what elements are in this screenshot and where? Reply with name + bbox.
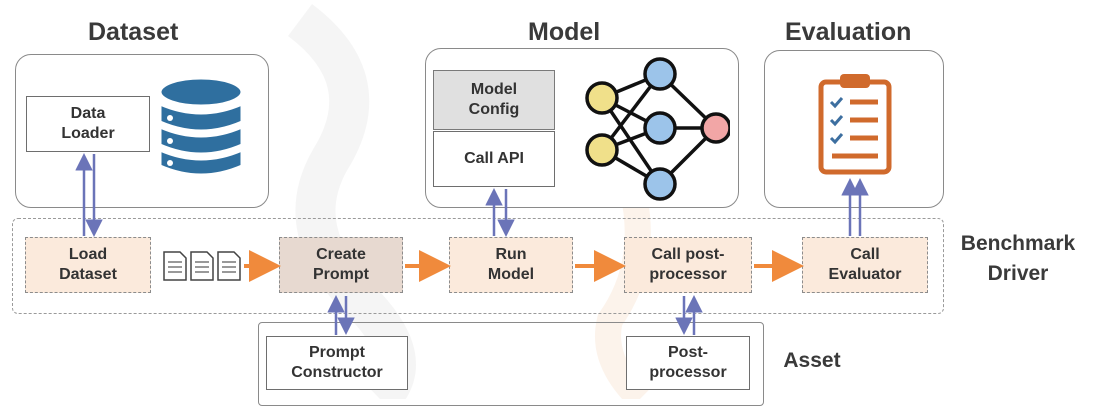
hidden-node-icon <box>643 111 677 145</box>
benchmark-driver-container <box>12 218 944 314</box>
input-node-icon <box>585 81 619 115</box>
prompt-constructor-box: Prompt Constructor <box>266 336 408 390</box>
step-run-model: Run Model <box>449 237 573 293</box>
output-node-icon <box>700 112 730 144</box>
documents-icon <box>163 251 241 281</box>
asset-label: Asset <box>783 349 841 372</box>
step-load-dataset: Load Dataset <box>25 237 151 293</box>
step-call-evaluator: Call Evaluator <box>802 237 928 293</box>
model-config-box: Model Config <box>433 70 555 130</box>
clipboard-checklist-icon <box>818 74 892 175</box>
neural-network-icon <box>585 57 730 201</box>
data-loader-box: Data Loader <box>26 96 150 152</box>
post-processor-box: Post- processor <box>626 336 750 390</box>
hidden-node-icon <box>643 57 677 91</box>
database-icon <box>158 76 244 177</box>
step-create-prompt: Create Prompt <box>279 237 403 293</box>
section-title-dataset: Dataset <box>88 18 179 46</box>
hidden-node-icon <box>643 167 677 201</box>
section-title-evaluation: Evaluation <box>785 18 912 46</box>
step-call-post-processor: Call post- processor <box>624 237 752 293</box>
benchmark-driver-label: Benchmark Driver <box>960 232 1076 285</box>
section-title-model: Model <box>528 18 601 46</box>
call-api-box: Call API <box>433 131 555 187</box>
input-node-icon <box>585 133 619 167</box>
